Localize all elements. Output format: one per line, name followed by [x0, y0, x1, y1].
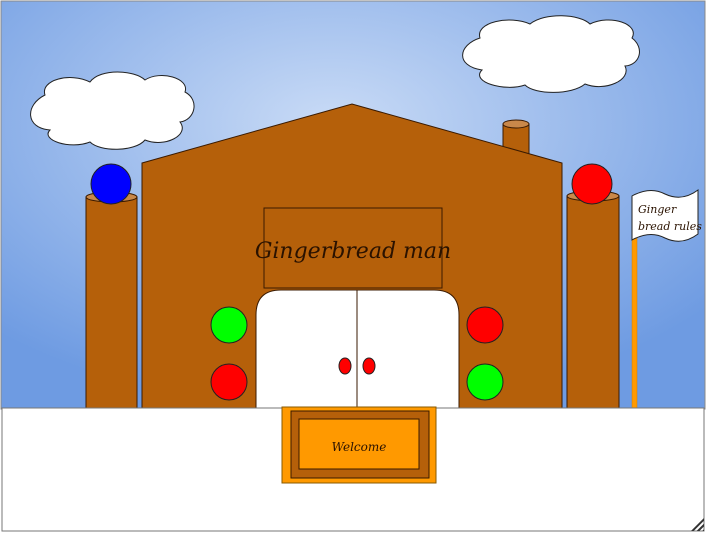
- door-knob-right[interactable]: [362, 357, 376, 375]
- flag-text-line2: bread rules: [638, 220, 702, 233]
- cloud-right[interactable]: [462, 15, 640, 93]
- red-ball[interactable]: [571, 163, 613, 205]
- door-knob-left[interactable]: [338, 357, 352, 375]
- door[interactable]: [255, 289, 460, 409]
- resize-grip-icon[interactable]: [689, 516, 704, 531]
- sign-text: Gingerbread man: [255, 239, 451, 264]
- cloud-left[interactable]: [30, 71, 195, 150]
- house-sign[interactable]: Gingerbread man: [255, 207, 451, 289]
- flag-text-line1: Ginger: [638, 203, 677, 216]
- pillar-right[interactable]: [566, 190, 620, 409]
- flag[interactable]: Ginger bread rules: [631, 189, 702, 242]
- light-red-bottom-left[interactable]: [210, 363, 248, 401]
- flag-pole[interactable]: [631, 237, 638, 411]
- blue-ball[interactable]: [90, 163, 132, 205]
- welcome-mat[interactable]: Welcome: [281, 406, 437, 484]
- pillar-left[interactable]: [85, 191, 138, 409]
- light-red-top-right[interactable]: [466, 306, 504, 344]
- mat-text: Welcome: [332, 440, 387, 454]
- light-green-top-left[interactable]: [210, 306, 248, 344]
- light-green-bottom-right[interactable]: [466, 363, 504, 401]
